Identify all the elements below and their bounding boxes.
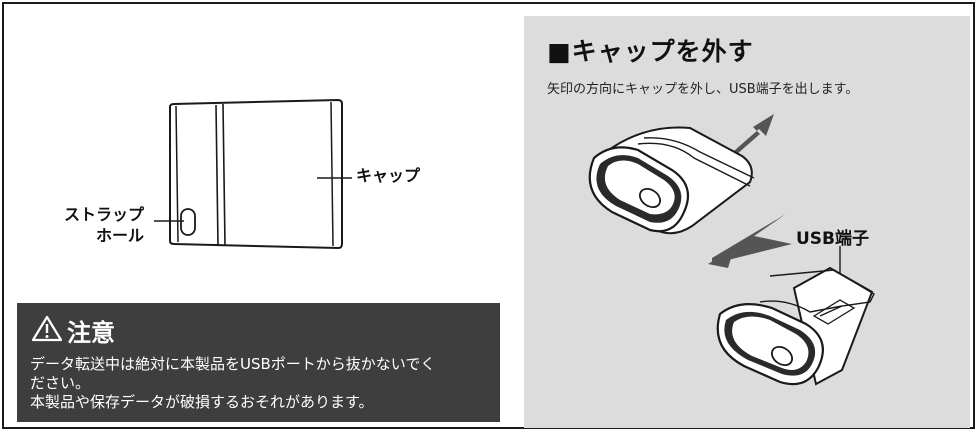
arrow-down-left-icon: [708, 214, 792, 268]
caution-box: 注意 データ転送中は絶対に本製品をUSBポートから抜かないでく ださい。 本製品…: [17, 303, 500, 422]
cap-label: キャップ: [356, 166, 421, 185]
cap-removal-illustration: [588, 114, 875, 386]
device-front-view-diagram: [154, 98, 352, 250]
caution-line: ださい。: [30, 374, 91, 392]
arrow-up-right-icon: [727, 114, 774, 162]
strap-hole-label-line1: ストラップ: [64, 205, 145, 224]
usb-connector-label: USB端子: [796, 229, 870, 249]
strap-hole-label-line2: ホール: [96, 226, 145, 245]
cap-illustration: [588, 126, 755, 235]
remove-cap-heading: ■キャップを外す: [547, 37, 754, 66]
warning-triangle-icon: [31, 315, 63, 342]
caution-title: 注意: [67, 319, 115, 347]
remove-cap-panel: ■キャップを外す 矢印の方向にキャップを外し、USB端子を出します。: [524, 16, 970, 428]
remove-cap-description: 矢印の方向にキャップを外し、USB端子を出します。: [547, 82, 859, 97]
caution-text: データ転送中は絶対に本製品をUSBポートから抜かないでく ださい。 本製品や保存…: [30, 355, 495, 412]
caution-line: データ転送中は絶対に本製品をUSBポートから抜かないでく: [30, 355, 436, 373]
caution-line: 本製品や保存データが破損するおそれがあります。: [30, 393, 374, 411]
usb-body-illustration: [716, 246, 875, 386]
